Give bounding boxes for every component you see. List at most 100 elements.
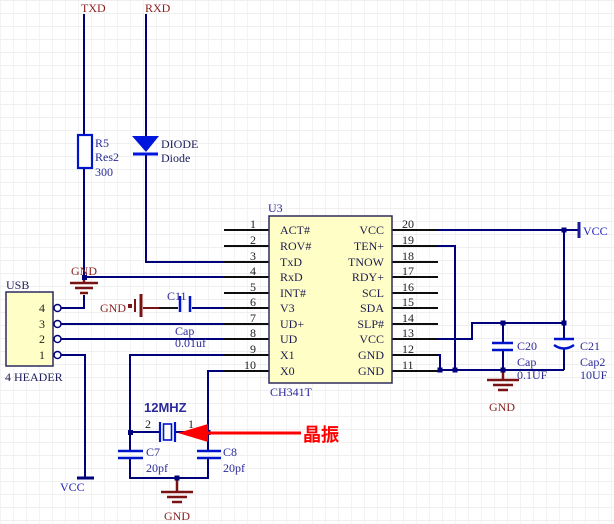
usb-pin-1: 1	[39, 348, 45, 362]
svg-text:20: 20	[402, 217, 414, 231]
diode-part: Diode	[161, 151, 190, 165]
c20-designator: C20	[517, 339, 537, 353]
ic-right-pin-numbers: 20 19 18 17 16 15 14 13 12 11	[402, 217, 414, 372]
svg-text:V3: V3	[280, 301, 295, 315]
usb-pin-2: 2	[39, 332, 45, 346]
capacitor-c20-symbol	[492, 341, 513, 352]
svg-text:VCC: VCC	[359, 223, 384, 237]
svg-text:TNOW: TNOW	[348, 255, 385, 269]
svg-text:1: 1	[250, 217, 256, 231]
usb-pin-3: 3	[39, 317, 45, 331]
svg-text:5: 5	[250, 280, 256, 294]
usb-pin-4: 4	[39, 301, 45, 315]
svg-text:3: 3	[250, 249, 256, 263]
wire-crystal-gnd-rail	[129, 458, 209, 479]
svg-text:11: 11	[402, 358, 414, 372]
usb-pin-circles	[53, 303, 62, 360]
crystal-pin1: 1	[188, 417, 194, 431]
svg-text:2: 2	[250, 233, 256, 247]
ic-left-pin-numbers: 1 2 3 4 5 6 7 8 9 10	[244, 217, 256, 372]
svg-text:9: 9	[250, 342, 256, 356]
svg-text:GND: GND	[358, 364, 384, 378]
svg-text:TEN+: TEN+	[354, 239, 384, 253]
svg-text:RDY+: RDY+	[352, 270, 384, 284]
svg-text:SDA: SDA	[360, 301, 384, 315]
svg-text:UD: UD	[280, 332, 298, 346]
vcc-label-bottom: VCC	[60, 480, 85, 494]
c21-designator: C21	[580, 339, 600, 353]
svg-text:SLP#: SLP#	[357, 317, 384, 331]
gnd-earth-crystal	[161, 478, 193, 504]
svg-text:14: 14	[402, 311, 414, 325]
wire-pin13-to-caps	[438, 322, 564, 340]
ic-designator: U3	[268, 201, 283, 215]
svg-text:15: 15	[402, 295, 414, 309]
usb-header	[5, 291, 62, 367]
svg-text:ACT#: ACT#	[280, 223, 310, 237]
gnd-label-c11: GND	[100, 301, 126, 315]
capacitor-c21-symbol	[553, 337, 575, 350]
gnd-label-c20: GND	[489, 400, 515, 414]
vcc-label-right: VCC	[583, 224, 608, 238]
c21-part: Cap2	[580, 355, 605, 369]
r5-part: Res2	[95, 150, 119, 164]
usb-part: 4 HEADER	[5, 370, 63, 384]
usb-designator: USB	[6, 278, 29, 292]
wire-pin12-down	[438, 354, 441, 370]
gnd-bar-c11	[128, 294, 159, 317]
crystal-callout-text: 晶振	[303, 424, 339, 446]
crystal-callout-arrow	[178, 424, 301, 442]
c20-value: 0.1UF	[517, 368, 548, 382]
c11-part: Cap	[175, 324, 194, 338]
svg-text:8: 8	[250, 326, 256, 340]
c8-designator: C8	[223, 445, 237, 459]
gnd-label-crystal: GND	[164, 509, 190, 523]
gnd-label-usb: GND	[71, 264, 97, 278]
net-label-rxd: RXD	[145, 1, 171, 15]
svg-text:ROV#: ROV#	[280, 239, 311, 253]
wire-r5-to-pin4	[83, 168, 224, 278]
r5-designator: R5	[95, 136, 109, 150]
svg-text:INT#: INT#	[280, 286, 306, 300]
crystal-value: 12MHZ	[144, 400, 187, 415]
usb-header-body	[5, 291, 54, 367]
c8-value: 20pf	[223, 461, 245, 475]
resistor-r5-body	[76, 133, 94, 170]
c7-value: 20pf	[146, 461, 168, 475]
r5-value: 300	[95, 165, 113, 179]
c7-designator: C7	[146, 445, 160, 459]
ic-pin-stubs	[224, 229, 438, 372]
svg-text:UD+: UD+	[280, 317, 304, 331]
svg-text:RxD: RxD	[280, 270, 303, 284]
svg-text:TxD: TxD	[280, 255, 302, 269]
wire-pin9-to-crystal	[129, 354, 224, 451]
arrow-head	[178, 424, 208, 442]
svg-text:6: 6	[250, 295, 256, 309]
svg-text:18: 18	[402, 249, 414, 263]
ic-u3-body	[268, 215, 393, 384]
wire-diode-to-pin3	[145, 154, 224, 263]
wire-usb1-to-vcc	[61, 354, 86, 477]
svg-text:19: 19	[402, 233, 414, 247]
wire-pin19-down	[438, 245, 456, 370]
svg-text:7: 7	[250, 311, 256, 325]
wire-pin10-to-crystal	[207, 370, 224, 451]
svg-text:4: 4	[250, 264, 256, 278]
ic-left-pin-names: ACT# ROV# TxD RxD INT# V3 UD+ UD X1 X0	[280, 223, 311, 378]
c20-part: Cap	[517, 355, 536, 369]
diode-symbol	[132, 136, 159, 156]
wire-usb4-to-gnd	[61, 295, 85, 309]
svg-text:SCL: SCL	[362, 286, 384, 300]
svg-text:VCC: VCC	[359, 332, 384, 346]
svg-text:GND: GND	[358, 348, 384, 362]
svg-text:10: 10	[244, 358, 256, 372]
capacitor-c7-symbol	[118, 449, 143, 460]
svg-text:X0: X0	[280, 364, 295, 378]
ic-part: CH341T	[270, 385, 313, 399]
ic-right-pin-names: VCC TEN+ TNOW RDY+ SCL SDA SLP# VCC GND …	[348, 223, 385, 378]
c11-value: 0.01uf	[175, 336, 206, 350]
net-label-txd: TXD	[81, 1, 106, 15]
capacitor-c8-symbol	[197, 449, 221, 460]
gnd-earth-c20	[487, 370, 519, 392]
